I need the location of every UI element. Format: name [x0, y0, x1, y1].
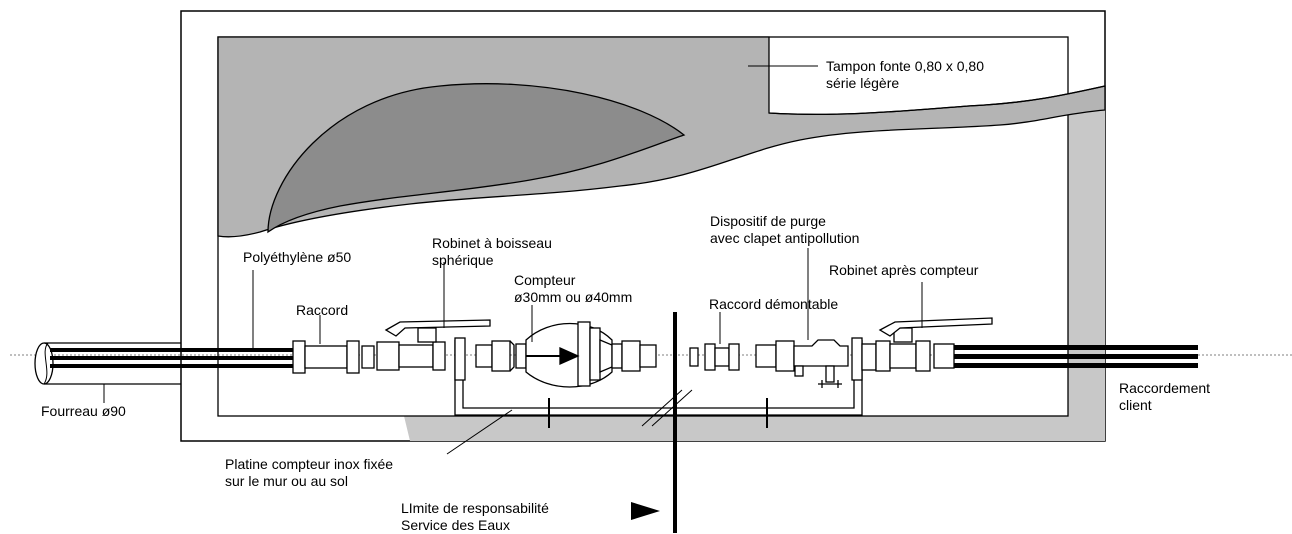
water-meter [475, 321, 657, 388]
lid-opening-shadow [267, 83, 686, 234]
sleeve-pipe [34, 342, 293, 385]
label-platine: Platine compteur inox fixée sur le mur o… [225, 456, 394, 489]
lid-torn-edge [768, 85, 1106, 116]
fitting [292, 340, 375, 374]
label-raccordement-client: Raccordement client [1119, 380, 1211, 413]
label-compteur: Compteur ø30mm ou ø40mm [514, 272, 633, 305]
label-polyethylene: Polyéthylène ø50 [243, 249, 352, 265]
leader-lines [103, 65, 923, 455]
purge-device [755, 339, 849, 388]
dismountable-fitting [689, 343, 740, 371]
label-raccord: Raccord [296, 302, 349, 318]
label-tampon: Tampon fonte 0,80 x 0,80 série légère [826, 58, 984, 91]
label-dispositif-purge: Dispositif de purge avec clapet antipoll… [710, 213, 860, 246]
client-pipe [954, 345, 1198, 368]
label-fourreau: Fourreau ø90 [41, 403, 126, 419]
limit-arrow [631, 502, 660, 520]
label-robinet-boisseau: Robinet à boisseau sphérique [432, 235, 552, 268]
label-limite: LImite de responsabilité Service des Eau… [401, 500, 549, 533]
label-raccord-demontable: Raccord démontable [709, 296, 839, 312]
label-robinet-apres: Robinet après compteur [829, 262, 979, 278]
ball-valve [376, 319, 491, 371]
valve-after-meter [861, 317, 993, 372]
